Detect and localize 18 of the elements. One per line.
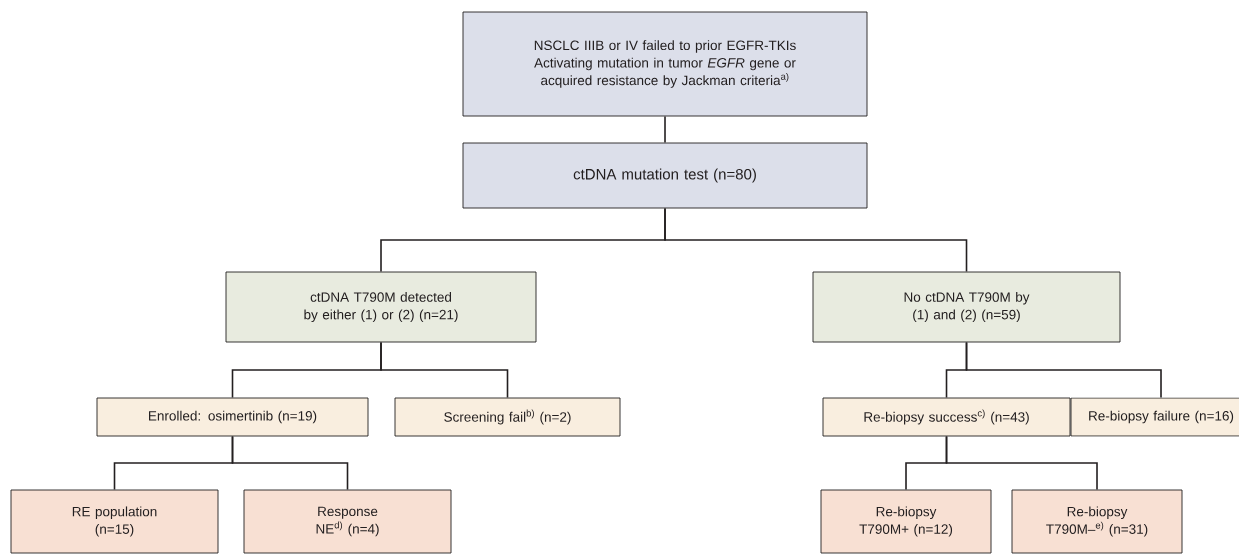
result-box: ctDNA T790M detected by either (1) or (2) (n=21) (225, 271, 537, 343)
subgroup-box: Re-biopsy T790M–$^{e)}$ (n=31) (1011, 489, 1183, 554)
result-box: No ctDNA T790M by (1) and (2) (n=59) (812, 271, 1121, 343)
outcome-box: Enrolled: osimertinib (n=19) (96, 397, 369, 437)
outcome-box: Re-biopsy success$^{c)}$ (n=43) (822, 397, 1071, 437)
connector-line (664, 207, 968, 273)
connector-line (380, 341, 509, 399)
outcome-box: Re-biopsy failure (n=16) (1070, 397, 1239, 437)
subgroup-box: Response NE$^{d)}$ (n=4) (243, 489, 452, 554)
subgroup-box: RE population (n=15) (10, 489, 219, 554)
subgroup-box: Re-biopsy T790M+ (n=12) (820, 489, 992, 554)
connector-line (664, 115, 666, 144)
connector-line (945, 435, 1098, 491)
connector-line (965, 341, 1162, 399)
outcome-box: Screening fail$^{b)}$ (n=2) (394, 397, 621, 437)
process-box: NSCLC IIIB or IV failed to prior EGFR-TKIs Activating mutation in tumor EGFR gene or acquired resistance by Jackman criteria$^{a)}$ (462, 11, 868, 117)
process-box: ctDNA mutation test (n=80) (462, 142, 868, 209)
connector-line (231, 435, 349, 491)
